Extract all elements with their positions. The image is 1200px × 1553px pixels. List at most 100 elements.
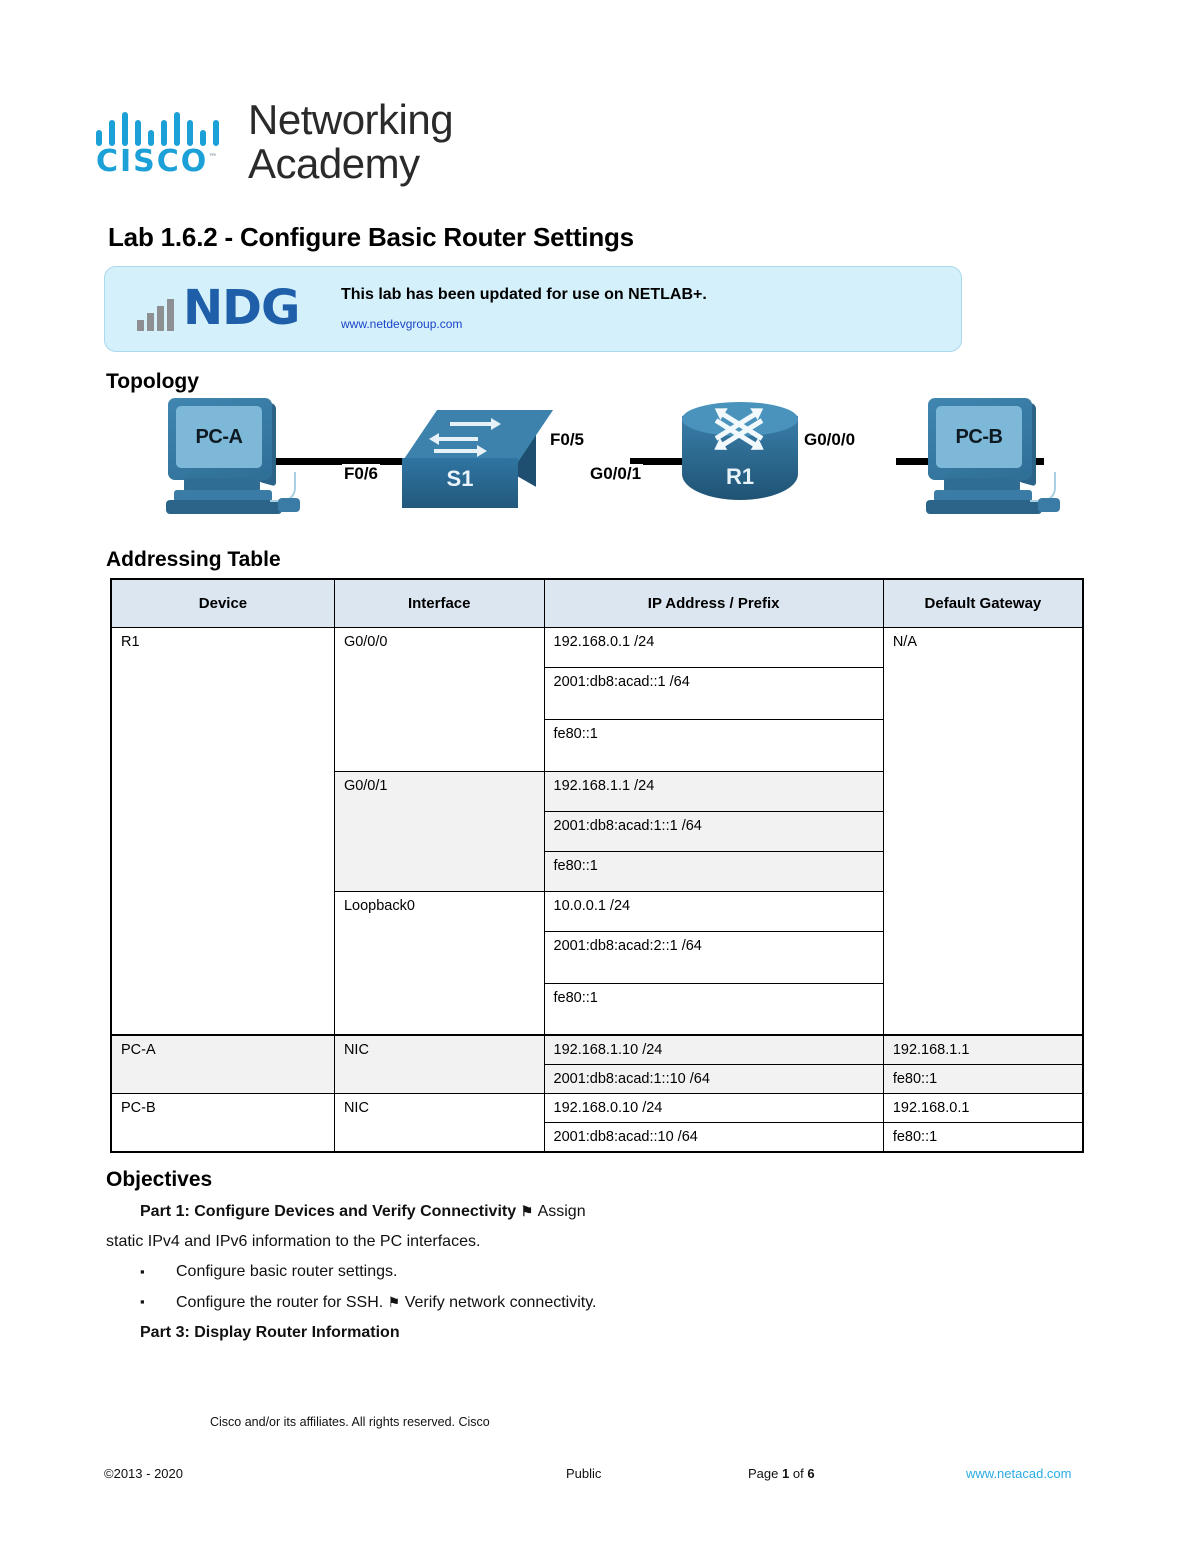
cell-ip: 2001:db8:acad:2::1 /64 [543,930,884,984]
ndg-bars-icon [137,297,183,331]
table-row: 2001:db8:acad:1::1 /64 [111,810,1083,852]
link-pca-s1 [268,458,530,465]
interface-label-f0-5: F0/5 [548,430,587,450]
device-pc-a-icon: PC-A [162,398,304,526]
cisco-networking-academy-logo: CISCO™ Networking Academy [96,96,516,190]
list-item: ▪ Configure the router for SSH. ⚑ Verify… [140,1287,806,1318]
cisco-wordmark: CISCO™ [96,144,217,179]
table-row: PC-B NIC 192.168.0.10 /24 192.168.0.1 [110,1093,1084,1153]
pc-a-base-upper [174,490,272,502]
s1-label: S1 [446,466,474,491]
ndg-logo-text: NDG [183,280,300,336]
list-item: ▪ Configure basic router settings. [140,1257,806,1287]
objective-part1-line: Part 1: Configure Devices and Verify Con… [140,1196,806,1227]
s1-front-face [402,458,518,508]
flag-icon: ⚑ [520,1203,534,1219]
pc-b-screen: PC-B [936,406,1022,468]
objective-part1-continuation: static IPv4 and IPv6 information to the … [106,1233,481,1250]
ndg-notice-banner: NDG This lab has been updated for use on… [104,266,962,352]
pc-b-mouse [1038,498,1060,512]
cell-interface-g000: G0/0/0 [333,626,545,772]
table-header-row: Device Interface IP Address / Prefix Def… [110,578,1084,628]
trademark-symbol: ™ [208,153,218,163]
cisco-bars-icon [96,108,232,146]
addressing-table-heading: Addressing Table [106,548,281,571]
cell-ip: 192.168.0.10 /24 [543,1093,884,1123]
pc-b-base-lower [926,500,1042,514]
cell-ip: 10.0.0.1 /24 [543,890,884,932]
cell-gateway-na: N/A [882,626,1084,1036]
objective-bullet-tail: Verify network connectivity. [404,1294,597,1311]
footer-netacad-link[interactable]: www.netacad.com [966,1466,1072,1481]
logo-networking-text: Networking [248,96,454,143]
footer-years-text: 2013 - 2020 [113,1466,183,1481]
table-row: Loopback0 10.0.0.1 /24 [111,890,1083,1036]
cell-ip: fe80::1 [543,982,884,1036]
cell-ip: 192.168.1.1 /24 [543,770,884,812]
cell-gateway: fe80::1 [882,1122,1084,1153]
cell-ip: 192.168.1.10 /24 [543,1034,884,1065]
page-number: 1 [782,1466,790,1481]
objective-bullet-text: Configure the router for SSH. [176,1294,384,1311]
column-header-gateway: Default Gateway [882,578,1084,628]
pc-a-screen: PC-A [176,406,262,468]
ndg-banner-link[interactable]: www.netdevgroup.com [341,317,463,331]
addressing-table: Device Interface IP Address / Prefix Def… [110,578,1084,1153]
table-row: 2001:db8:acad::10 /64 fe80::1 [111,1122,1084,1153]
objectives-list: Part 1: Configure Devices and Verify Con… [106,1196,806,1348]
interface-label-g0-0-0: G0/0/0 [802,430,858,450]
pc-a-base-lower [166,500,282,514]
table-row: 2001:db8:acad:2::1 /64 [111,930,1083,984]
interface-label-g0-0-1: G0/0/1 [588,464,644,484]
cell-interface-nic: NIC [333,1034,545,1094]
table-row: G0/0/1 192.168.1.1 /24 [111,770,1083,892]
column-header-ip: IP Address / Prefix [543,578,884,628]
cell-device-pca: PC-A [110,1034,335,1094]
objective-part3-heading: Part 3: Display Router Information [140,1324,400,1341]
cell-interface-nic: NIC [333,1093,545,1153]
footer-copyright-line: Cisco and/or its affiliates. All rights … [210,1415,490,1429]
pc-b-label: PC-B [955,425,1003,448]
cell-ip: fe80::1 [543,718,884,772]
page-of: of [792,1466,804,1481]
cell-device-pcb: PC-B [110,1093,335,1153]
table-row: R1 G0/0/0 192.168.0.1 /24 N/A [110,626,1084,1036]
page-total: 6 [807,1466,815,1481]
footer: ©2013 - 2020 Public Page 1 of 6 www.neta… [0,1466,1200,1488]
device-s1-switch-icon: S1 [402,410,554,516]
cell-gateway: 192.168.0.1 [882,1093,1084,1123]
cell-interface-g001: G0/0/1 [333,770,545,892]
device-pc-b-icon: PC-B [922,398,1064,526]
cell-ip: fe80::1 [543,850,884,892]
objective-part1-heading: Part 1: Configure Devices and Verify Con… [140,1203,517,1220]
s1-arrow-2 [429,433,478,445]
table-row: fe80::1 [111,982,1083,1036]
table-row: 2001:db8:acad::1 /64 [111,666,1083,720]
pc-a-stand [184,478,260,492]
bullet-icon: ▪ [140,1294,145,1309]
pc-b-base-upper [934,490,1032,502]
table-row: fe80::1 [111,718,1083,772]
cell-ip: 2001:db8:acad:1::10 /64 [543,1064,884,1094]
logo-academy-text: Academy [248,140,420,187]
footer-classification: Public [566,1466,602,1481]
pc-b-stand [944,478,1020,492]
column-header-interface: Interface [333,578,545,628]
copyright-icon: © [104,1466,114,1481]
page-title: Lab 1.6.2 - Configure Basic Router Setti… [108,222,634,252]
cell-gateway: 192.168.1.1 [882,1034,1084,1065]
ndg-logo: NDG [137,281,317,339]
objective-bullet-text: Configure basic router settings. [176,1263,398,1280]
table-row: 2001:db8:acad:1::10 /64 fe80::1 [111,1064,1084,1094]
r1-label: R1 [725,464,755,489]
pc-a-mouse [278,498,300,512]
cell-ip: 2001:db8:acad:1::1 /64 [543,810,884,852]
footer-years: ©2013 - 2020 [104,1466,183,1481]
cell-gateway: fe80::1 [882,1064,1084,1094]
objectives-heading: Objectives [106,1168,213,1191]
flag-icon: ⚑ [387,1294,401,1310]
table-row: fe80::1 [111,850,1083,892]
cell-ip: 192.168.0.1 /24 [543,626,884,668]
table-row: PC-A NIC 192.168.1.10 /24 192.168.1.1 [110,1034,1084,1094]
cell-interface-loopback0: Loopback0 [333,890,545,1036]
